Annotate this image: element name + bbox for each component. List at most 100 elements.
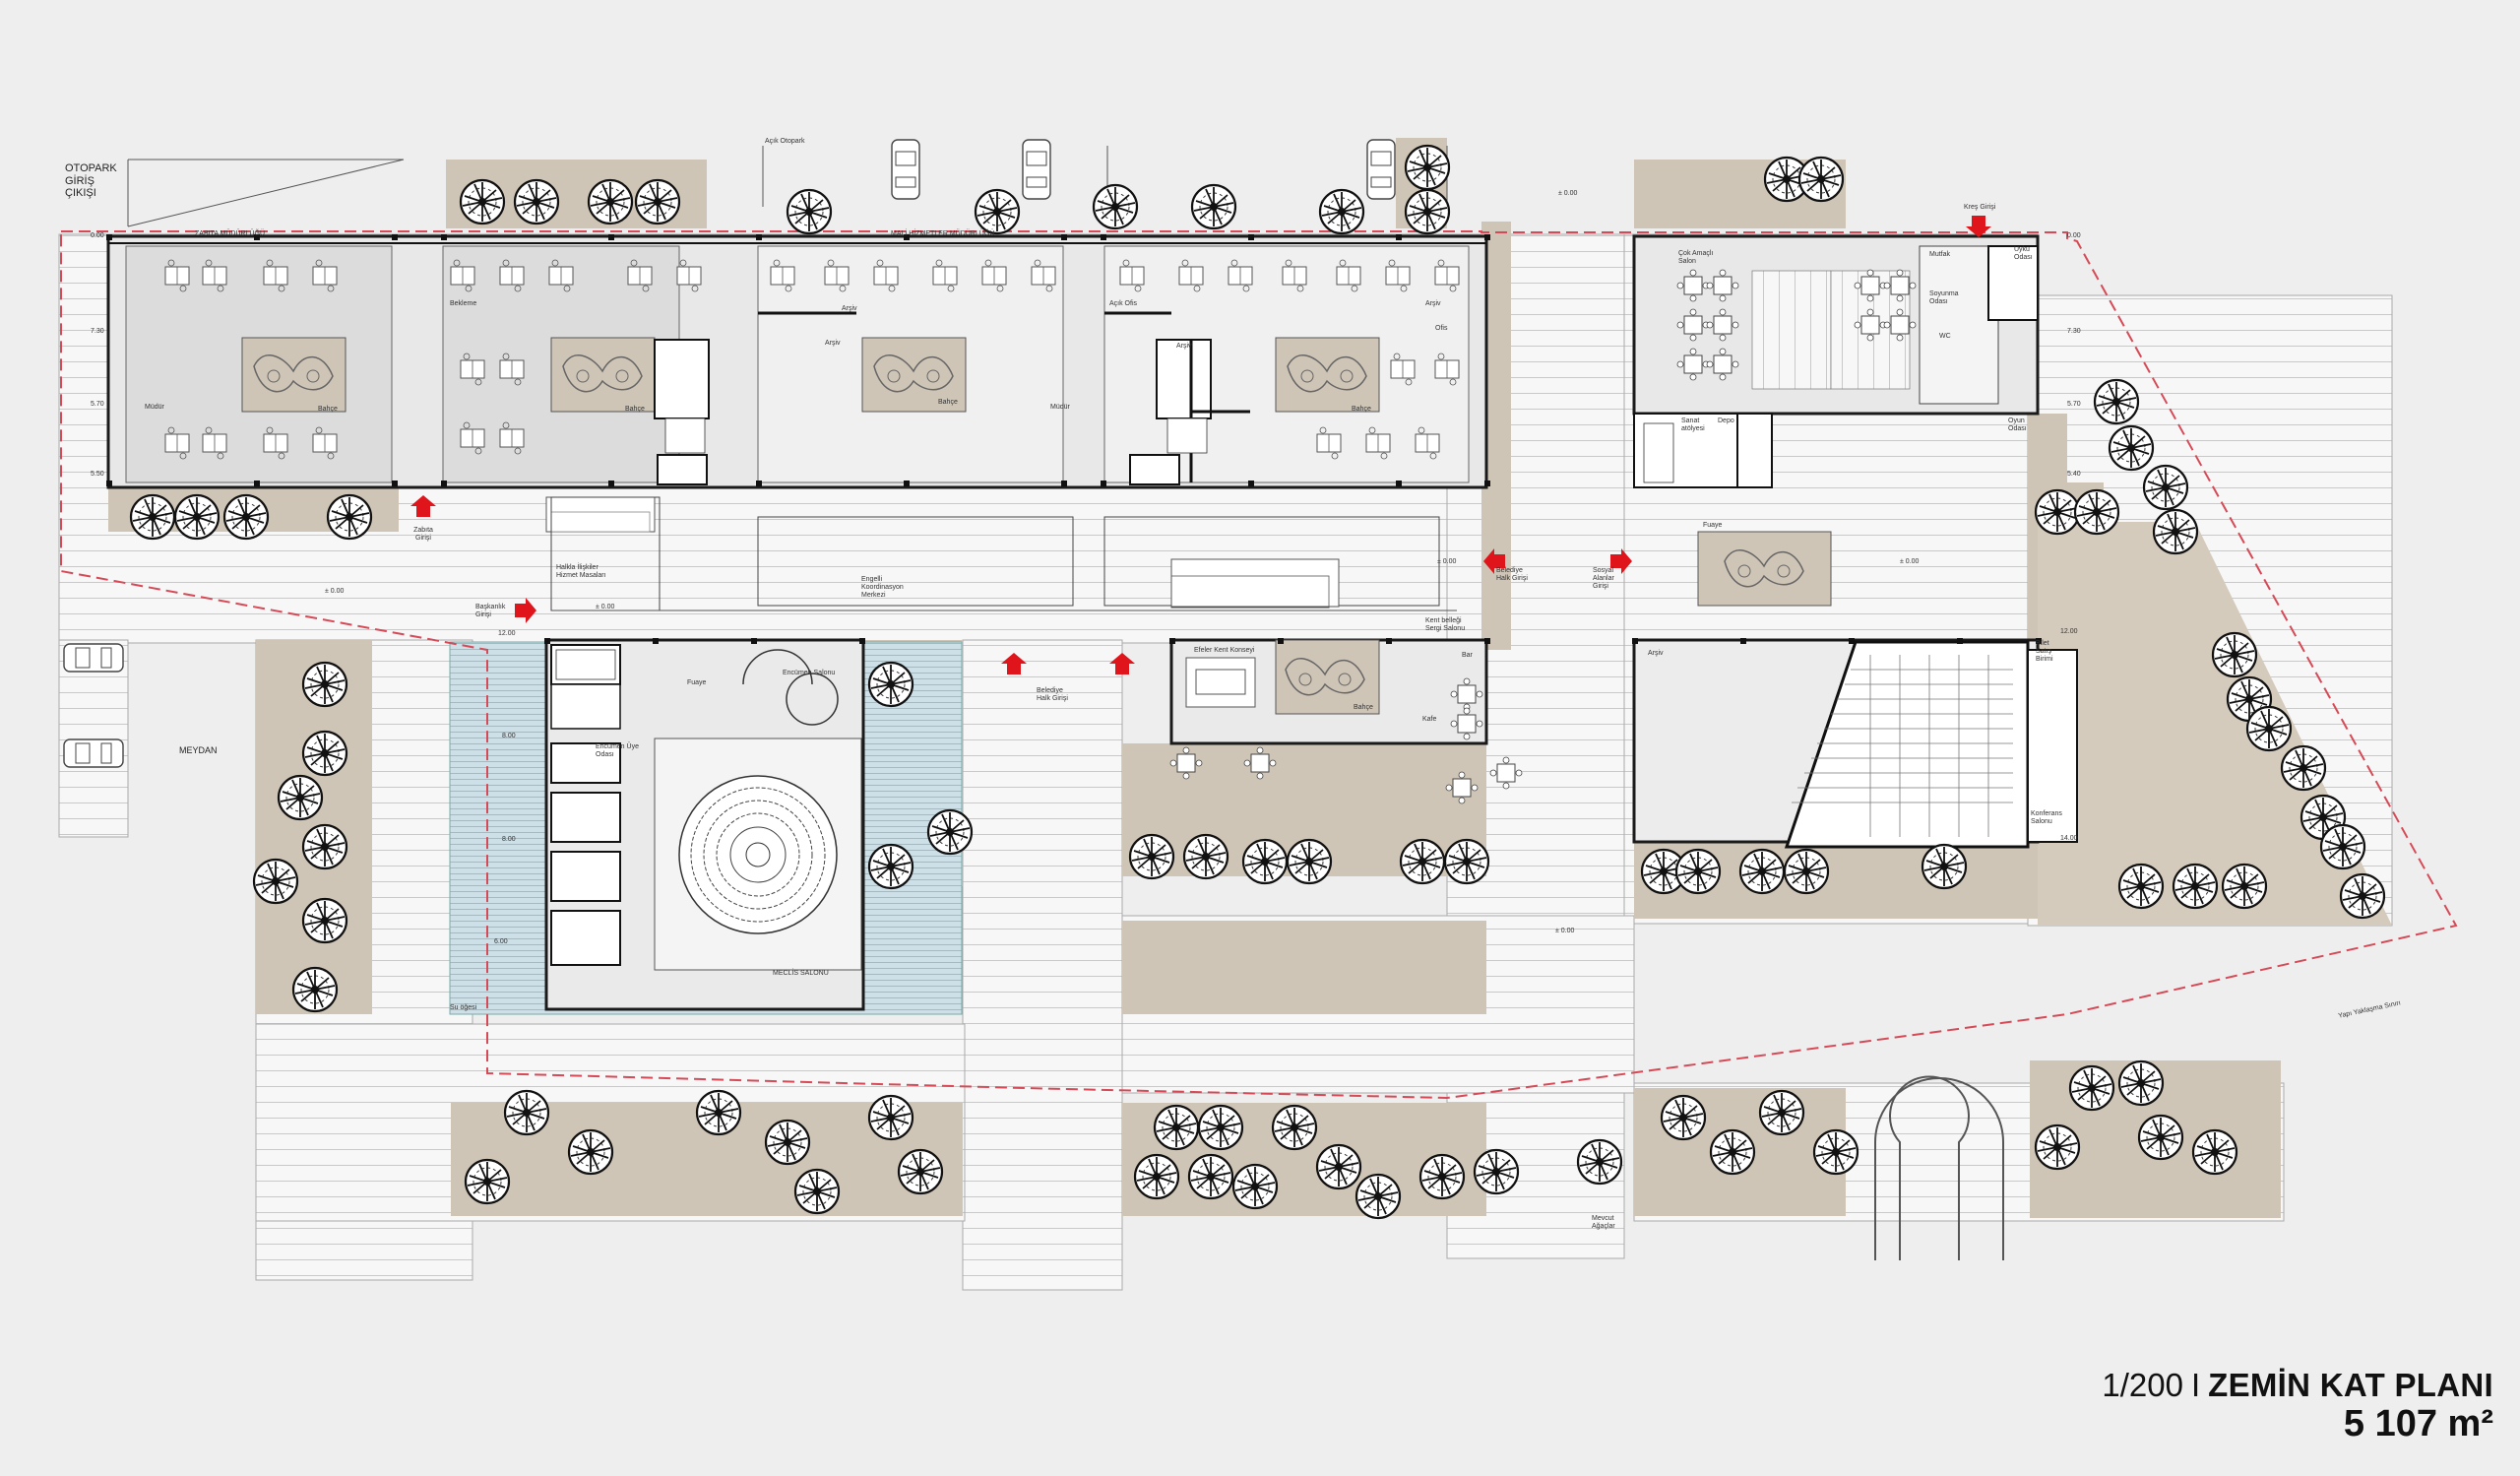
level-marker: ± 0.00 [1558,190,1578,197]
tree-icon [1231,1163,1279,1210]
tree-icon [301,823,348,870]
tree-icon [2172,863,2219,910]
tree-icon [1443,838,1490,885]
encumen-uye-odasi-label: Encümen Üye Odası [596,743,639,759]
tree-icon [1399,838,1446,885]
tree-icon [1286,838,1333,885]
baskanlik-girisi-label: Başkanlık Girişi [475,604,506,619]
tree-icon [2093,378,2140,425]
tree-icon [1128,833,1175,880]
fuaye-label: Fuaye [687,679,707,686]
bahce-label: Bahçe [318,406,338,413]
tree-icon [277,774,324,821]
oyun-odasi-label: Oyun Odası [2008,417,2027,433]
acik-otopark-label: Açık Otopark [765,138,805,145]
level-marker: 5.70 [2067,401,2081,408]
tree-icon [129,493,176,541]
tree-icon [222,493,270,541]
bahce-label: Bahçe [1352,406,1371,413]
tree-icon [786,188,833,235]
level-marker: ± 0.00 [1555,928,1575,934]
su-ogesi-label: Su öğesi [450,1004,477,1011]
tree-icon [301,730,348,777]
mali-hizmetler-label: MALİ HİZMETLER MÜDÜRLÜĞÜ [891,230,995,237]
plan-scale: 1/200 [2102,1367,2183,1403]
tree-icon [926,808,974,856]
tree-icon [1241,838,1289,885]
belediye-halk-girisi-label: Belediye Halk Girişi [1037,687,1068,703]
depo-label: Depo [1718,417,1734,424]
tree-icon [326,493,373,541]
tree-icon [2191,1128,2238,1176]
tree-icon [2319,823,2366,870]
tree-icon [793,1168,841,1215]
halkla-iliskiler-label: Halkla İlişkiler Hizmet Masaları [556,564,606,580]
tree-icon [2211,631,2258,678]
tree-icon [2034,488,2081,536]
tree-icon [1783,848,1830,895]
tree-icon [695,1089,742,1136]
tree-icon [1758,1089,1805,1136]
tree-icon [1709,1128,1756,1176]
level-marker: 0.00 [2067,232,2081,239]
level-marker: 12.00 [2060,628,2078,635]
level-marker: 5.50 [91,471,104,478]
tree-icon [1153,1104,1200,1151]
kres-girisi-label: Kreş Girişi [1964,204,1996,211]
tree-icon [301,661,348,708]
ofis-label: Ofis [1435,325,1448,332]
tree-icon [1418,1153,1466,1200]
soyunma-odasi-label: Soyunma Odası [1929,290,1959,306]
tree-icon [1404,188,1451,235]
bahce-label: Bahçe [1354,704,1373,711]
level-marker: 8.00 [502,733,516,739]
bahce-label: Bahçe [625,406,645,413]
tree-icon [2117,863,2165,910]
level-marker: ± 0.00 [596,604,615,610]
tree-icon [2137,1114,2184,1161]
bekleme-label: Bekleme [450,300,477,307]
tree-icon [2108,424,2155,472]
tree-icon [464,1158,511,1205]
efeler-kent-konseyi-label: Efeler Kent Konseyi [1194,647,1255,654]
tree-icon [291,966,339,1013]
tree-icon [2280,744,2327,792]
stairs [555,417,1674,680]
arsiv-label: Arşiv [825,340,841,347]
tree-icon [173,493,220,541]
tree-icon [1576,1138,1623,1186]
tree-icon [1660,1094,1707,1141]
tree-icon [2142,464,2189,511]
tree-icon [301,897,348,944]
building-north [106,234,1488,611]
tree-icon [1812,1128,1859,1176]
level-marker: 8.00 [502,836,516,843]
zabita-girisi-label: Zabıta Girişi [413,527,433,543]
konferans-salonu-label: Konferans Salonu [2031,810,2062,826]
belediye-halk-girisi-label: Belediye Halk Girişi [1496,567,1528,583]
level-marker: 12.00 [498,630,516,637]
bar-label: Bar [1462,652,1473,659]
arsiv-label: Arşiv [842,305,857,312]
tree-icon [974,188,1021,235]
level-marker: 5.40 [2067,471,2081,478]
mevcut-agaclar-label: Mevcut Ağaçlar [1592,1215,1615,1231]
tree-icon [2117,1059,2165,1107]
tree-icon [1318,188,1365,235]
tree-icon [634,178,681,225]
level-marker: 5.70 [91,401,104,408]
mutfak-label: Mutfak [1929,251,1951,258]
engelli-koordinasyon-label: Engelli Koordinasyon Merkezi [861,576,904,600]
structural-columns [106,234,2042,644]
tree-icon [1271,1104,1318,1151]
floor-area: 5 107 m² [2343,1403,2493,1444]
tree-icon [587,178,634,225]
tree-icon [2068,1064,2115,1112]
plan-title: ZEMİN KAT PLANI [2208,1367,2493,1403]
level-marker: 6.00 [494,938,508,945]
cok-amacli-salon-label: Çok Amaçlı Salon [1678,250,1714,266]
tree-icon [513,178,560,225]
site-boundary [60,230,2458,1100]
